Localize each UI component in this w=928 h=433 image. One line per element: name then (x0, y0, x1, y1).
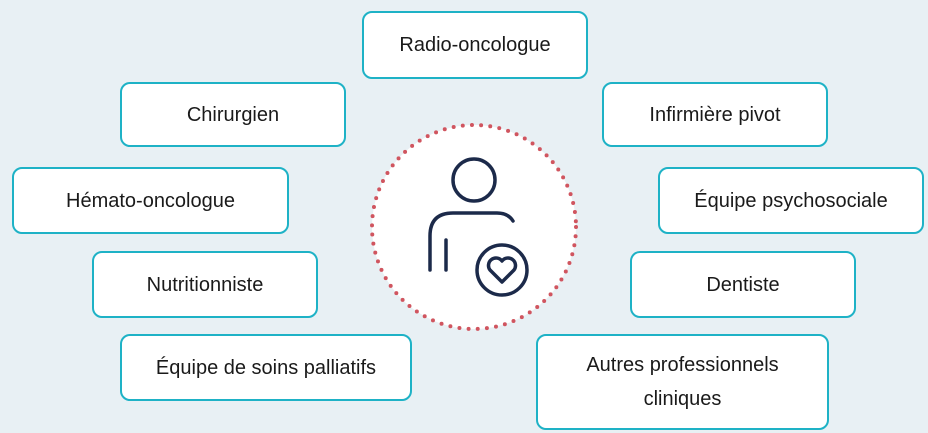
role-autres-professionnels: Autres professionnels cliniques (536, 334, 829, 430)
role-hemato-oncologue: Hémato-oncologue (12, 167, 289, 234)
patient-heart-icon (370, 123, 578, 331)
role-label: Autres professionnels cliniques (586, 354, 779, 410)
role-label: Hémato-oncologue (66, 189, 235, 212)
role-label: Équipe de soins palliatifs (155, 356, 377, 379)
role-radio-oncologue: Radio-oncologue (362, 11, 588, 79)
role-label: Infirmière pivot (649, 103, 781, 126)
role-label: Radio-oncologue (399, 34, 551, 56)
role-label: Dentiste (706, 273, 780, 296)
role-label: Chirurgien (186, 103, 280, 126)
role-label: Équipe psychosociale (694, 189, 888, 212)
heart-badge (475, 243, 529, 297)
body-shape (428, 211, 515, 272)
heart-shape (486, 256, 518, 284)
role-equipe-psychosociale: Équipe psychosociale (658, 167, 924, 234)
role-label: Nutritionniste (146, 273, 264, 296)
role-chirurgien: Chirurgien (120, 82, 346, 147)
center-patient-circle (362, 122, 586, 332)
role-dentiste: Dentiste (630, 251, 856, 318)
role-infirmiere-pivot: Infirmière pivot (602, 82, 828, 147)
dotted-circle (370, 123, 578, 331)
role-nutritionniste: Nutritionniste (92, 251, 318, 318)
head-shape (451, 157, 497, 203)
role-equipe-soins-palliatifs: Équipe de soins palliatifs (120, 334, 412, 401)
